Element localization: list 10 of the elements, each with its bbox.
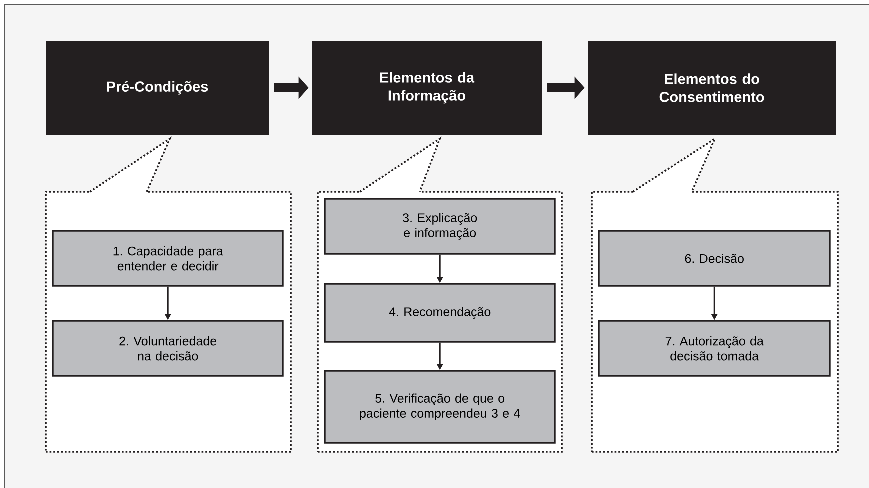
heading-box: Elementos da Informação <box>312 41 542 135</box>
process-box: 3. Explicação e informação <box>324 198 556 255</box>
process-box: 4. Recomendação <box>324 283 556 343</box>
heading-box: Elementos do Consentimento <box>588 41 836 135</box>
process-box: 5. Verificação de que o paciente compreendeu 3 e 4 <box>324 370 556 444</box>
process-box: 7. Autorização da decisão tomada <box>598 320 831 377</box>
heading-box: Pré-Condições <box>46 41 269 135</box>
process-box: 2. Voluntariedade na decisão <box>52 320 284 377</box>
process-box: 6. Decisão <box>598 230 831 287</box>
process-box: 1. Capacidade para entender e decidir <box>52 230 284 287</box>
